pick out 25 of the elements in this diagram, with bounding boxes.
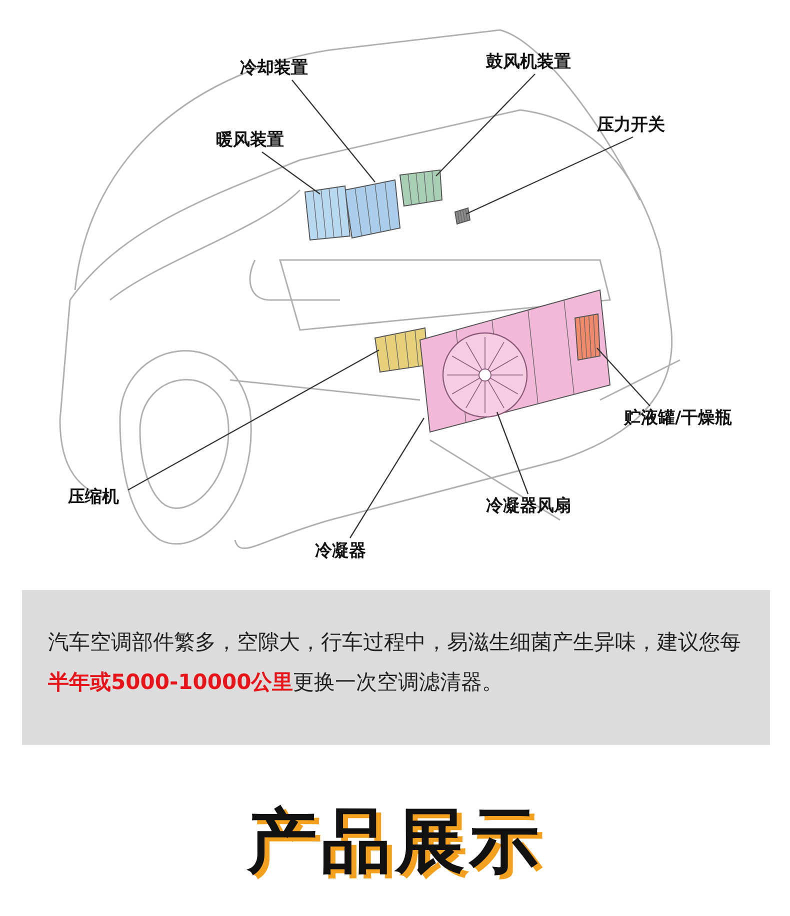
part-label: 压力开关 — [597, 115, 665, 135]
leader-line — [262, 152, 320, 194]
part-label: 贮液罐/干燥瓶 — [624, 408, 732, 428]
pressure-switch-drawing — [454, 207, 471, 225]
receiver-drier-drawing — [574, 313, 601, 361]
part-label: 冷却装置 — [240, 58, 308, 78]
leader-line — [436, 74, 536, 176]
leader-line — [496, 412, 529, 494]
part-label: 冷凝器风扇 — [486, 496, 571, 516]
part-label: 鼓风机装置 — [486, 52, 571, 72]
leader-line — [292, 80, 376, 182]
heater-unit-drawing — [304, 185, 351, 241]
leader-line — [466, 136, 634, 215]
leader-line — [128, 349, 380, 491]
condenser-fan-drawing — [442, 332, 528, 418]
section-heading: 产品展示 — [246, 799, 544, 884]
part-label: 暖风装置 — [216, 130, 284, 150]
leader-line — [349, 418, 425, 538]
cooling-unit-drawing — [344, 179, 401, 239]
part-label: 冷凝器 — [315, 541, 366, 561]
condenser-drawing — [419, 289, 611, 433]
part-label: 压缩机 — [68, 487, 119, 507]
leader-line — [596, 348, 650, 406]
notice-text: 汽车空调部件繁多，空隙大，行车过程中，易滋生细菌产生异味，建议您每半年或5000-10000公里更换一次空调滤清器。 — [48, 629, 742, 696]
blower-unit-drawing — [399, 169, 443, 207]
